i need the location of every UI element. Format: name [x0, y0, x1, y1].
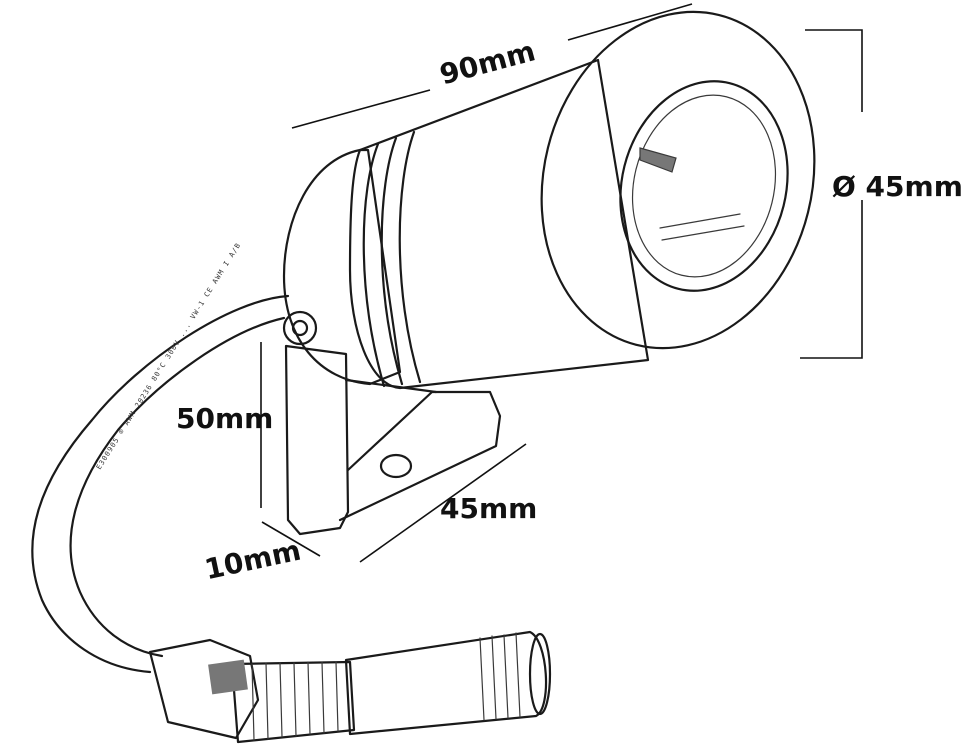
length-dim-line-left — [291, 89, 431, 129]
cable: E300905 ® AWM 20236 80°C 300V ... VW-1 C… — [31, 241, 290, 674]
diameter-dim-bracket-bottom — [800, 200, 863, 359]
lamp-housing — [348, 58, 650, 390]
connector-end-face — [528, 632, 552, 716]
bracket-front-plate — [284, 344, 350, 536]
diameter-dim-bracket-top — [805, 29, 863, 112]
bracket-screw-hole — [379, 453, 413, 479]
connector-barrel — [344, 630, 548, 736]
pivot-bolt-center — [291, 319, 309, 337]
lamp-front-bezel — [540, 10, 816, 350]
bracket-depth-label: 45mm — [440, 492, 537, 525]
connector-label-patch — [208, 659, 248, 695]
lamp-body — [282, 10, 816, 390]
lamp-grooves — [362, 130, 422, 388]
depth-dim-line — [359, 443, 527, 563]
dimension-lines — [260, 3, 863, 563]
pivot-bolt — [282, 310, 318, 346]
lamp-lens — [619, 80, 789, 292]
connector-overmold — [148, 638, 260, 740]
diameter-label: Ø 45mm — [832, 170, 963, 203]
connector-ribbed-sleeve — [230, 660, 356, 744]
width-dim-line — [261, 521, 321, 557]
bracket-base-plate — [338, 390, 502, 522]
lamp-rear-cap — [282, 148, 402, 386]
dc-connector — [148, 630, 552, 744]
bracket-width-label: 10mm — [202, 534, 304, 587]
lens-led-detail — [639, 147, 745, 241]
length-dim-line-right — [567, 3, 693, 41]
cable-print-text: E300905 ® AWM 20236 80°C 300V ... VW-1 C… — [95, 241, 243, 471]
bracket-height-label: 50mm — [176, 402, 273, 435]
length-label: 90mm — [436, 34, 539, 91]
